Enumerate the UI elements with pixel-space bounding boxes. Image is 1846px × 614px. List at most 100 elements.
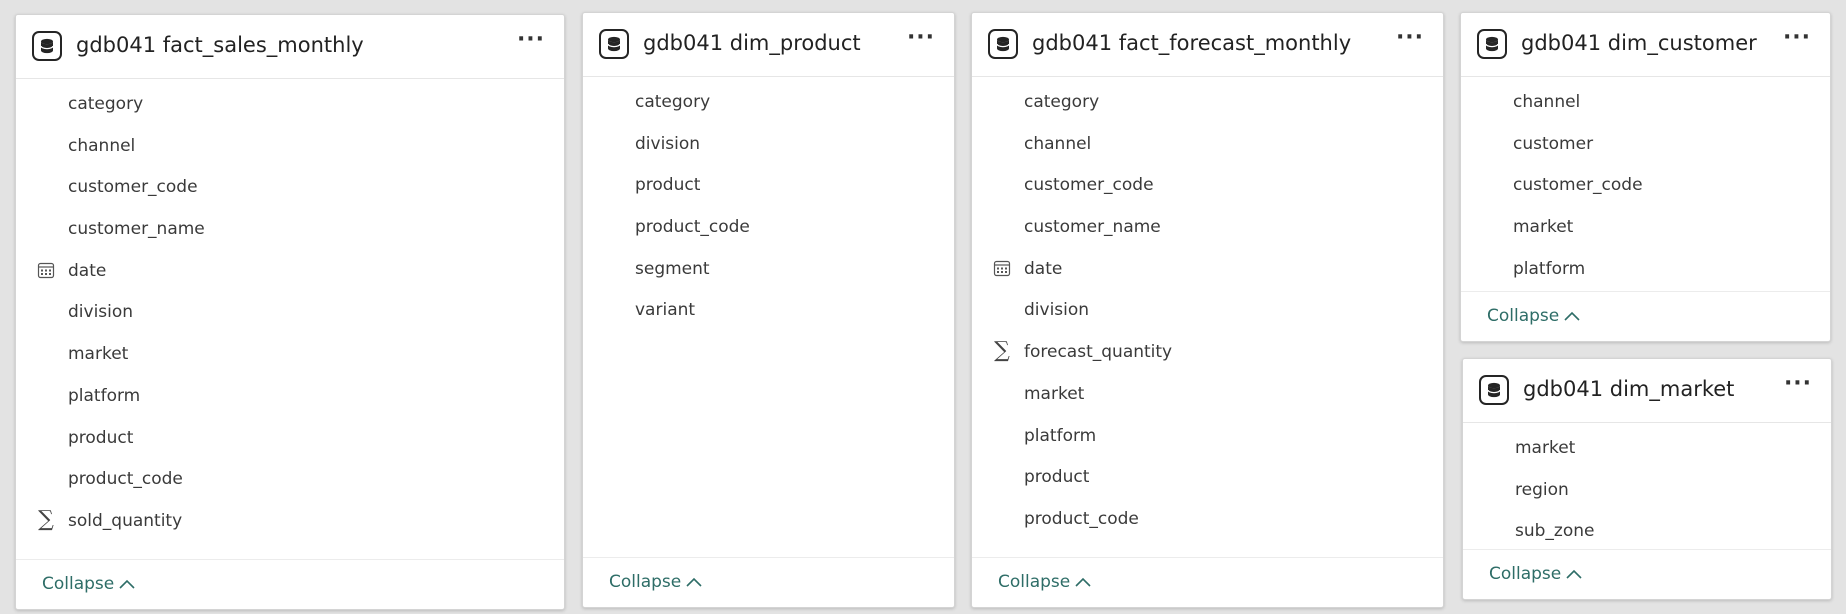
table-card-fact-forecast-monthly[interactable]: gdb041 fact_forecast_monthly ··· categor…: [971, 12, 1444, 608]
field-row[interactable]: category: [16, 83, 564, 125]
field-row[interactable]: region: [1463, 469, 1831, 511]
more-options-icon[interactable]: ···: [1782, 25, 1812, 50]
field-label: sold_quantity: [68, 510, 183, 531]
field-label: customer_code: [1513, 175, 1643, 196]
more-options-icon[interactable]: ···: [906, 25, 936, 50]
collapse-button[interactable]: Collapse: [609, 572, 702, 592]
chevron-up-icon: [1566, 569, 1582, 579]
calendar-icon: [992, 257, 1012, 279]
collapse-button[interactable]: Collapse: [42, 574, 135, 594]
field-label: segment: [635, 258, 710, 279]
more-options-icon[interactable]: ···: [516, 27, 546, 52]
field-row[interactable]: product: [972, 456, 1443, 498]
card-header[interactable]: gdb041 dim_market ···: [1463, 359, 1831, 423]
field-row[interactable]: product_code: [972, 498, 1443, 540]
field-label: product_code: [1024, 508, 1139, 529]
card-title: gdb041 dim_customer: [1521, 31, 1757, 55]
field-row[interactable]: segment: [583, 248, 954, 290]
card-footer: Collapse: [1461, 291, 1830, 341]
field-row[interactable]: ∑ forecast_quantity: [972, 331, 1443, 373]
collapse-label: Collapse: [609, 572, 682, 592]
field-row[interactable]: date: [972, 248, 1443, 290]
field-label: division: [635, 133, 701, 154]
field-label: variant: [635, 300, 696, 321]
field-row[interactable]: ∑ sold_quantity: [16, 500, 564, 542]
field-label: customer_name: [1024, 217, 1161, 238]
card-header[interactable]: gdb041 dim_product ···: [583, 13, 954, 77]
field-row[interactable]: platform: [1461, 248, 1830, 290]
field-row[interactable]: market: [972, 373, 1443, 415]
field-row[interactable]: product_code: [16, 458, 564, 500]
field-label: customer_name: [68, 219, 205, 240]
collapse-label: Collapse: [998, 572, 1071, 592]
field-label: customer_code: [1024, 175, 1154, 196]
field-label: platform: [1513, 258, 1586, 279]
field-row[interactable]: variant: [583, 289, 954, 331]
table-card-fact-sales-monthly[interactable]: gdb041 fact_sales_monthly ··· category ch…: [15, 14, 565, 610]
field-row[interactable]: product: [16, 417, 564, 459]
collapse-button[interactable]: Collapse: [1487, 306, 1580, 326]
field-row[interactable]: customer: [1461, 123, 1830, 165]
more-options-icon[interactable]: ···: [1395, 25, 1425, 50]
field-label: market: [1024, 383, 1085, 404]
field-row[interactable]: date: [16, 250, 564, 292]
card-header[interactable]: gdb041 fact_sales_monthly ···: [16, 15, 564, 79]
card-header[interactable]: gdb041 dim_customer ···: [1461, 13, 1830, 77]
collapse-label: Collapse: [42, 574, 115, 594]
field-row[interactable]: market: [16, 333, 564, 375]
more-options-icon[interactable]: ···: [1783, 371, 1813, 396]
card-header[interactable]: gdb041 fact_forecast_monthly ···: [972, 13, 1443, 77]
field-row[interactable]: category: [972, 81, 1443, 123]
table-icon: [1479, 375, 1509, 405]
field-row[interactable]: division: [972, 289, 1443, 331]
field-row[interactable]: customer_name: [972, 206, 1443, 248]
field-row[interactable]: platform: [16, 375, 564, 417]
field-row[interactable]: sub_zone: [1463, 510, 1831, 552]
field-row[interactable]: division: [16, 291, 564, 333]
field-row[interactable]: channel: [972, 123, 1443, 165]
field-row[interactable]: product_code: [583, 206, 954, 248]
field-list: category channel customer_code customer_nam…: [16, 83, 564, 542]
field-list: category channel customer_code customer_nam…: [972, 81, 1443, 540]
collapse-button[interactable]: Collapse: [1489, 564, 1582, 584]
field-row[interactable]: market: [1463, 427, 1831, 469]
field-row[interactable]: category: [583, 81, 954, 123]
field-row[interactable]: channel: [1461, 81, 1830, 123]
field-row[interactable]: customer_code: [16, 166, 564, 208]
card-footer: Collapse: [16, 559, 564, 609]
field-row[interactable]: platform: [972, 415, 1443, 457]
field-row[interactable]: customer_code: [972, 164, 1443, 206]
card-footer: Collapse: [1463, 549, 1831, 599]
collapse-label: Collapse: [1487, 306, 1560, 326]
card-title: gdb041 dim_market: [1523, 377, 1735, 401]
table-icon: [988, 29, 1018, 59]
field-label: customer_code: [68, 177, 198, 198]
field-row[interactable]: channel: [16, 125, 564, 167]
field-row[interactable]: product: [583, 164, 954, 206]
table-icon: [599, 29, 629, 59]
sigma-icon: ∑: [994, 338, 1010, 364]
field-row[interactable]: customer_name: [16, 208, 564, 250]
field-row[interactable]: division: [583, 123, 954, 165]
field-label: channel: [68, 135, 136, 156]
field-label: platform: [1024, 425, 1097, 446]
field-row[interactable]: customer_code: [1461, 164, 1830, 206]
field-label: category: [1024, 92, 1100, 112]
table-card-dim-product[interactable]: gdb041 dim_product ··· category division p…: [582, 12, 955, 608]
field-label: category: [635, 92, 711, 112]
field-row[interactable]: market: [1461, 206, 1830, 248]
chevron-up-icon: [1564, 311, 1580, 321]
table-icon: [1477, 29, 1507, 59]
collapse-button[interactable]: Collapse: [998, 572, 1091, 592]
card-title: gdb041 fact_forecast_monthly: [1032, 31, 1352, 55]
field-label: market: [1513, 217, 1574, 238]
field-label: product_code: [68, 469, 183, 490]
field-label: forecast_quantity: [1024, 342, 1173, 363]
field-label: division: [1024, 300, 1090, 321]
sigma-icon: ∑: [38, 506, 54, 532]
field-label: customer: [1513, 133, 1594, 154]
